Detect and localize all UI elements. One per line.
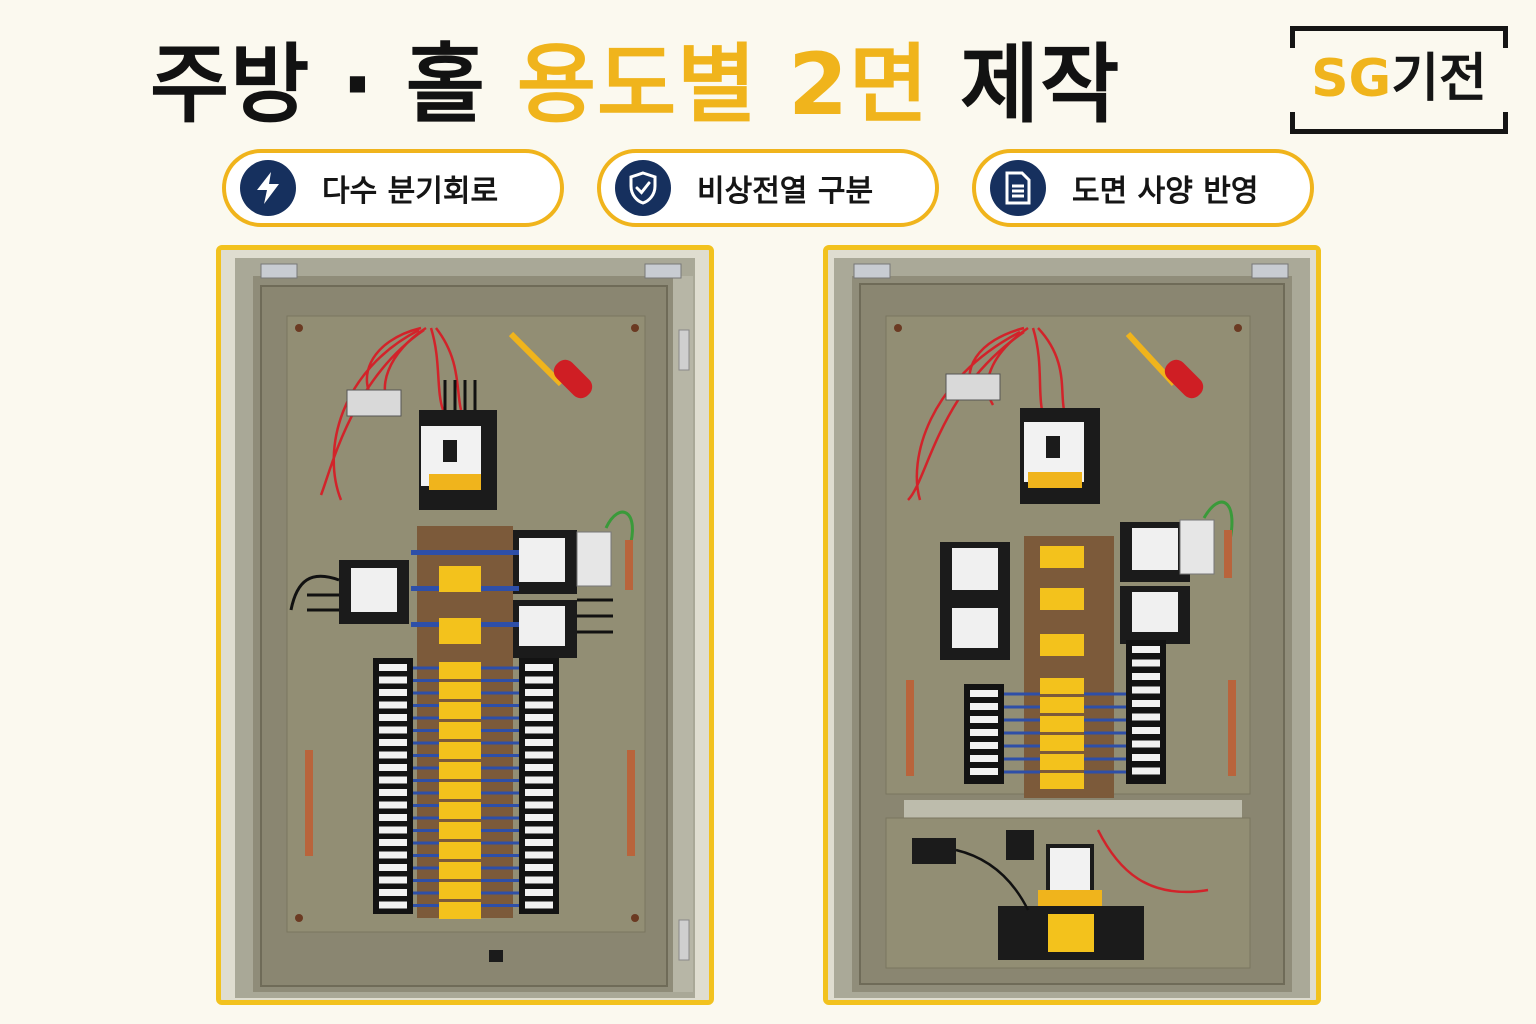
brand-logo: SG기전 — [1290, 26, 1508, 134]
headline-accent: 용도별 2면 — [516, 35, 930, 135]
brand-name: SG기전 — [1290, 44, 1508, 114]
feature-pill-branch: 다수 분기회로 — [222, 149, 564, 227]
headline-part-1: 주방 · 홀 — [150, 35, 517, 135]
lightning-icon — [240, 160, 296, 216]
page-headline: 주방 · 홀 용도별 2면 제작 — [150, 30, 1230, 140]
feature-pill-drawing: 도면 사양 반영 — [972, 149, 1314, 227]
brand-rest: 기전 — [1391, 49, 1487, 109]
feature-label: 다수 분기회로 — [322, 174, 499, 209]
feature-label: 비상전열 구분 — [697, 174, 874, 209]
shield-check-icon — [615, 160, 671, 216]
feature-pill-emergency: 비상전열 구분 — [597, 149, 939, 227]
feature-label: 도면 사양 반영 — [1072, 174, 1259, 209]
headline-part-3: 제작 — [929, 35, 1121, 135]
brand-sg: SG — [1311, 49, 1392, 109]
panel-photo-right — [823, 245, 1321, 1005]
panel-photo-left — [216, 245, 714, 1005]
document-icon — [990, 160, 1046, 216]
